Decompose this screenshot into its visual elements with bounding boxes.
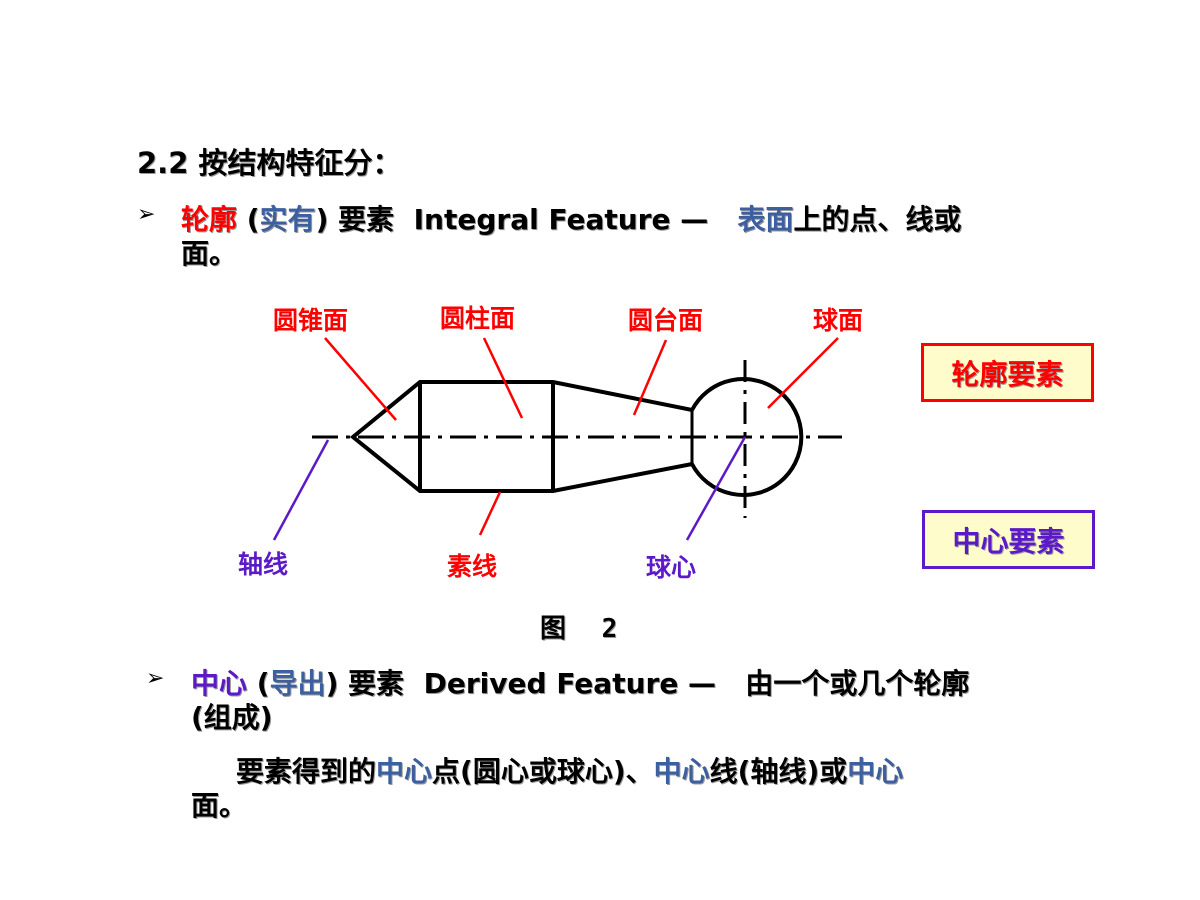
- label-cone: 圆锥面: [273, 306, 348, 335]
- integral-word: 要素: [338, 203, 395, 236]
- axis-leader-line: [272, 439, 330, 541]
- derived-rest: 由一个或几个轮廓: [745, 667, 970, 700]
- part-outline: [349, 377, 804, 497]
- integral-feature-continuation: 面。: [181, 237, 238, 270]
- derived-term: 中心: [191, 667, 248, 700]
- derived-alt-term: 导出: [269, 667, 326, 700]
- label-generatrix: 素线: [447, 552, 497, 581]
- section-heading: 2.2 按结构特征分：: [137, 146, 402, 180]
- derived-english: Derived Feature —: [423, 667, 717, 700]
- figure-caption: 图 2: [540, 614, 628, 644]
- derived-feature-line: 中心 (导出) 要素 Derived Feature — 由一个或几个轮廓: [191, 662, 969, 702]
- paren-open: (: [246, 203, 260, 236]
- derived-line3-a: 要素得到的: [236, 755, 377, 788]
- bullet-arrow-icon: ➢: [146, 666, 165, 691]
- surface-term: 表面: [737, 203, 794, 236]
- bullet-arrow-icon: ➢: [137, 202, 156, 227]
- derived-line-3: 要素得到的中心点(圆心或球心)、中心线(轴线)或中心: [236, 750, 903, 790]
- integral-term: 轮廓: [181, 203, 238, 236]
- paren-close: ): [315, 203, 329, 236]
- derived-line-4: 面。: [191, 789, 248, 822]
- derived-line3-e: 线(轴线)或: [709, 755, 848, 788]
- paren-close: ): [325, 667, 339, 700]
- integral-feature-box: 轮廓要素: [921, 343, 1094, 402]
- center-leader-line: [685, 436, 747, 541]
- integral-alt-term: 实有: [259, 203, 316, 236]
- paren-open: (: [256, 667, 270, 700]
- integral-english: Integral Feature —: [413, 203, 709, 236]
- cone-leader-line: [324, 337, 397, 421]
- derived-line3-c: 点(圆心或球心)、: [432, 755, 654, 788]
- integral-rest: 上的点、线或: [793, 203, 962, 236]
- label-axis: 轴线: [238, 550, 288, 579]
- derived-line-2: (组成): [191, 701, 273, 734]
- label-sphere: 球面: [813, 306, 863, 335]
- label-cylinder: 圆柱面: [440, 304, 515, 333]
- center-term-1: 中心: [376, 755, 433, 788]
- center-term-2: 中心: [653, 755, 710, 788]
- label-sphere-center: 球心: [646, 553, 696, 582]
- center-term-3: 中心: [847, 755, 904, 788]
- derived-feature-box: 中心要素: [922, 510, 1095, 569]
- frustum-leader-line: [632, 339, 668, 416]
- derived-word: 要素: [348, 667, 405, 700]
- integral-feature-line: 轮廓 (实有) 要素 Integral Feature — 表面上的点、线或: [181, 198, 961, 238]
- sphere-leader-line: [767, 337, 839, 409]
- label-frustum: 圆台面: [628, 306, 703, 335]
- cylinder-leader-line: [482, 337, 524, 419]
- generatrix-leader-line: [478, 491, 502, 536]
